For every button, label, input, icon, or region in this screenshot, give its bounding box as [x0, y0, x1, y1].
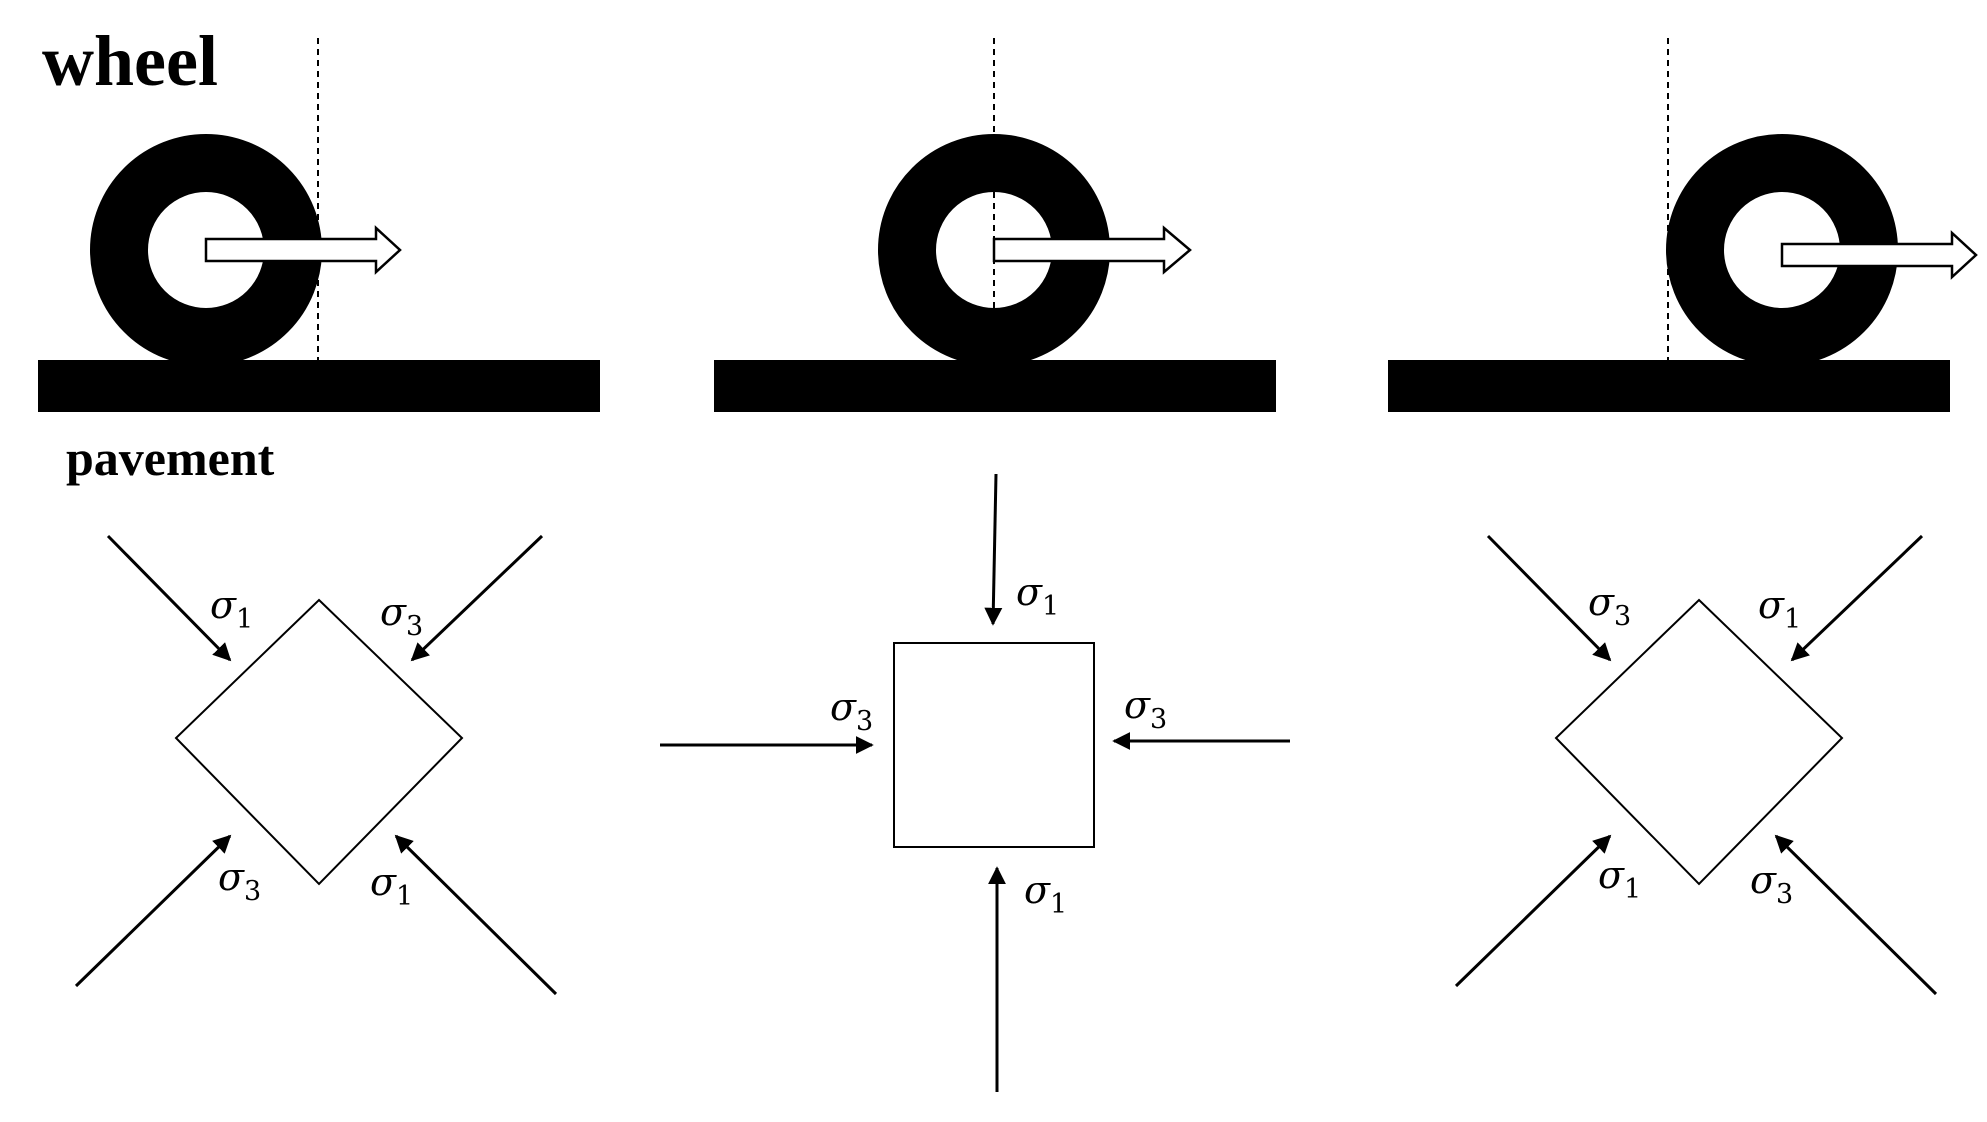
sigma1-arrow: [1454, 834, 1612, 988]
stress-label: σ1: [1024, 868, 1067, 920]
panel-above: σ1 σ3 σ3 σ1: [660, 38, 1290, 1092]
sigma1-arrow: [106, 534, 232, 662]
panel-approaching: σ1 σ3 σ3 σ1: [38, 38, 600, 996]
stress-label: σ1: [210, 583, 253, 635]
sigma3-arrow: [410, 534, 544, 662]
wheel-label: wheel: [42, 21, 218, 101]
soil-element-diamond: [174, 598, 464, 886]
direction-arrow-icon: [1780, 230, 1978, 280]
stress-label: σ1: [370, 860, 413, 912]
stress-label: σ3: [218, 855, 261, 907]
stress-label: σ1: [1758, 583, 1801, 635]
sigma3-arrow: [74, 834, 232, 988]
stress-label: σ1: [1016, 570, 1059, 622]
pavement-label: pavement: [66, 430, 275, 486]
stress-label: σ3: [1588, 580, 1631, 632]
stress-label: σ3: [380, 590, 423, 642]
sigma3-arrow: [1774, 834, 1938, 996]
stress-label: σ3: [830, 685, 873, 737]
sigma1-arrow: [984, 473, 1003, 626]
sigma1-arrow: [1790, 534, 1924, 662]
stress-label: σ3: [1124, 683, 1167, 735]
soil-element-diamond: [1554, 598, 1844, 886]
direction-arrow-icon: [204, 225, 402, 275]
soil-element-square: [893, 642, 1095, 848]
sigma3-arrow: [1486, 534, 1612, 662]
sigma1-arrow: [394, 834, 558, 996]
pavement-slab: [714, 360, 1276, 412]
direction-arrow-icon: [992, 225, 1192, 275]
stress-label: σ1: [1598, 853, 1641, 905]
pavement-slab: [38, 360, 600, 412]
pavement-slab: [1388, 360, 1950, 412]
panel-departing: σ3 σ1 σ1 σ3: [1388, 38, 1978, 996]
stress-label: σ3: [1750, 858, 1793, 910]
